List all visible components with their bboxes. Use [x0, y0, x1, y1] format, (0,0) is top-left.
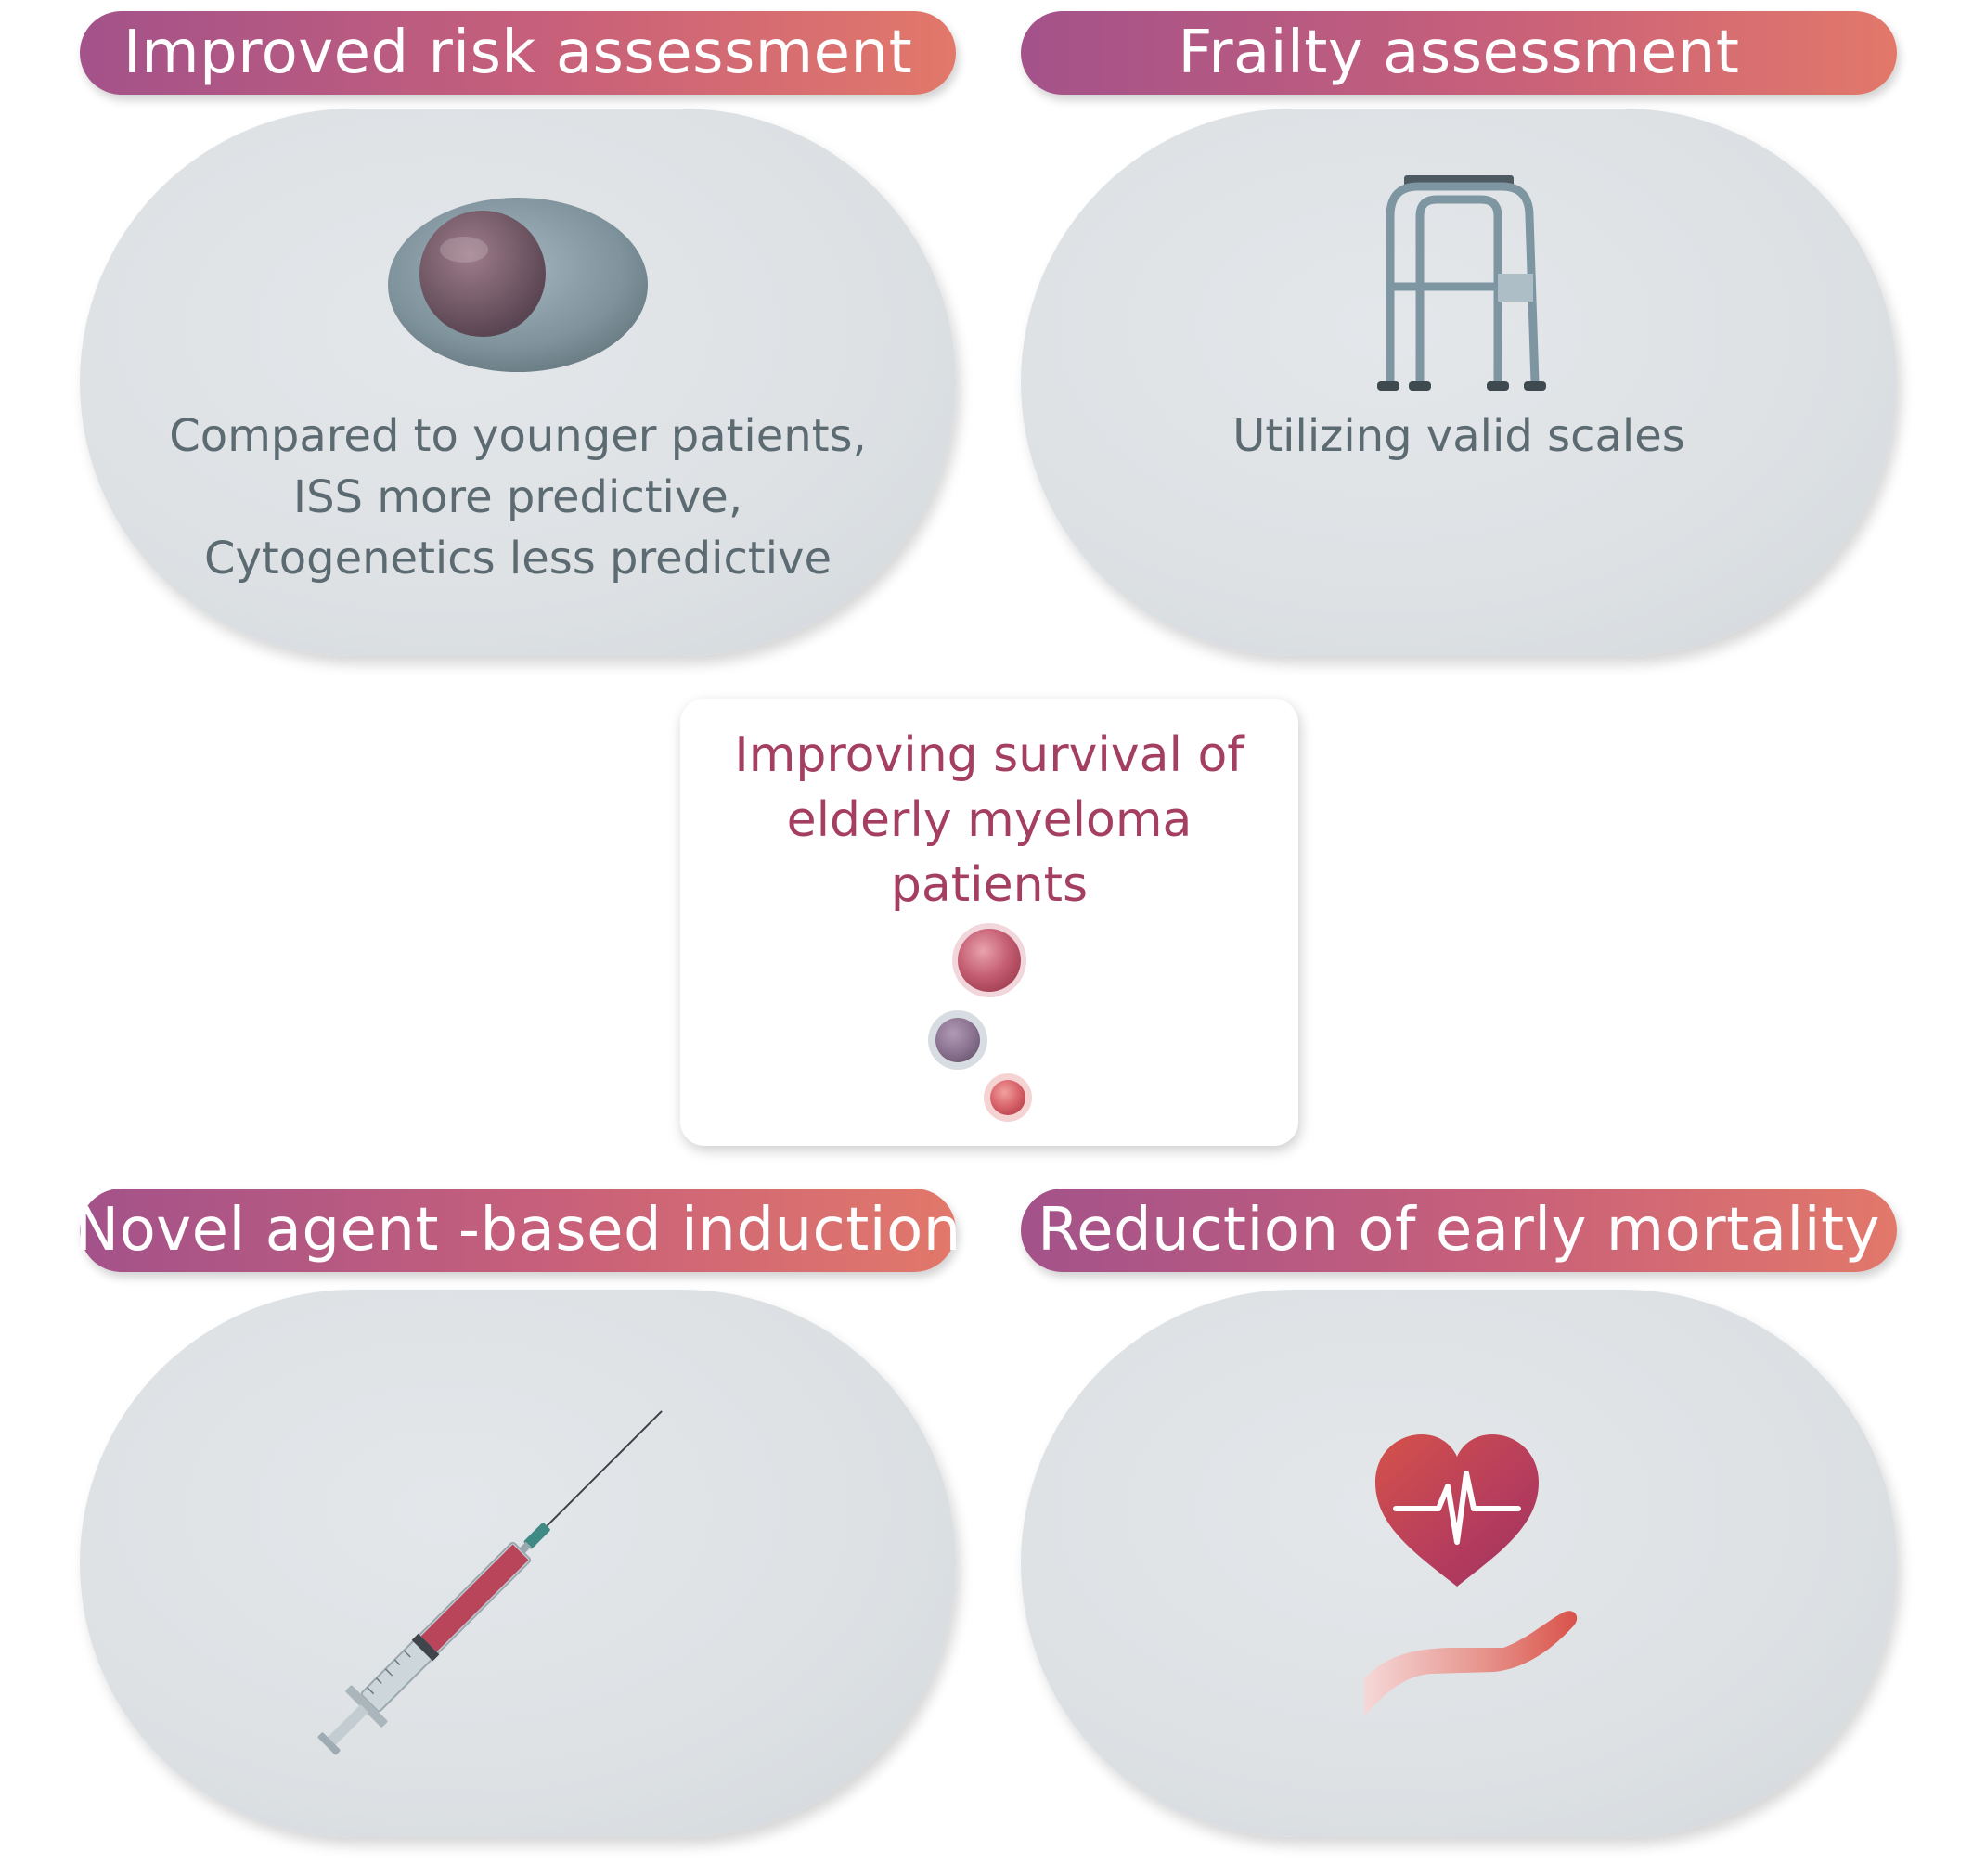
myeloma-cells-icon — [928, 923, 1032, 1122]
syringe-icon — [317, 1410, 663, 1755]
walker-icon — [1377, 175, 1546, 391]
panel-mortality — [1021, 1290, 1897, 1837]
center-line-3: patients — [890, 857, 1089, 913]
center-line-1: Improving survival of — [734, 727, 1244, 783]
risk-line-2: ISS more predictive, — [292, 471, 743, 523]
risk-line-1: Compared to younger patients, — [169, 410, 867, 462]
heart-hand-icon — [1364, 1434, 1578, 1716]
panel-frailty-title: Frailty assessment — [1021, 11, 1897, 95]
panel-risk: Compared to younger patients, ISS more p… — [80, 109, 956, 656]
panel-mortality-title: Reduction of early mortality — [1021, 1189, 1897, 1272]
plasma-cell-icon — [388, 198, 648, 372]
center-line-2: elderly myeloma — [786, 792, 1193, 848]
frailty-line-1: Utilizing valid scales — [1232, 410, 1685, 462]
panel-induction — [80, 1290, 956, 1837]
risk-line-3: Cytogenetics less predictive — [204, 533, 832, 585]
center-card: Improving survival of elderly myeloma pa… — [680, 699, 1298, 1146]
panel-risk-title: Improved risk assessment — [80, 11, 956, 95]
panel-frailty: Utilizing valid scales — [1021, 109, 1897, 656]
panel-induction-title: Novel agent -based induction — [74, 1189, 961, 1272]
